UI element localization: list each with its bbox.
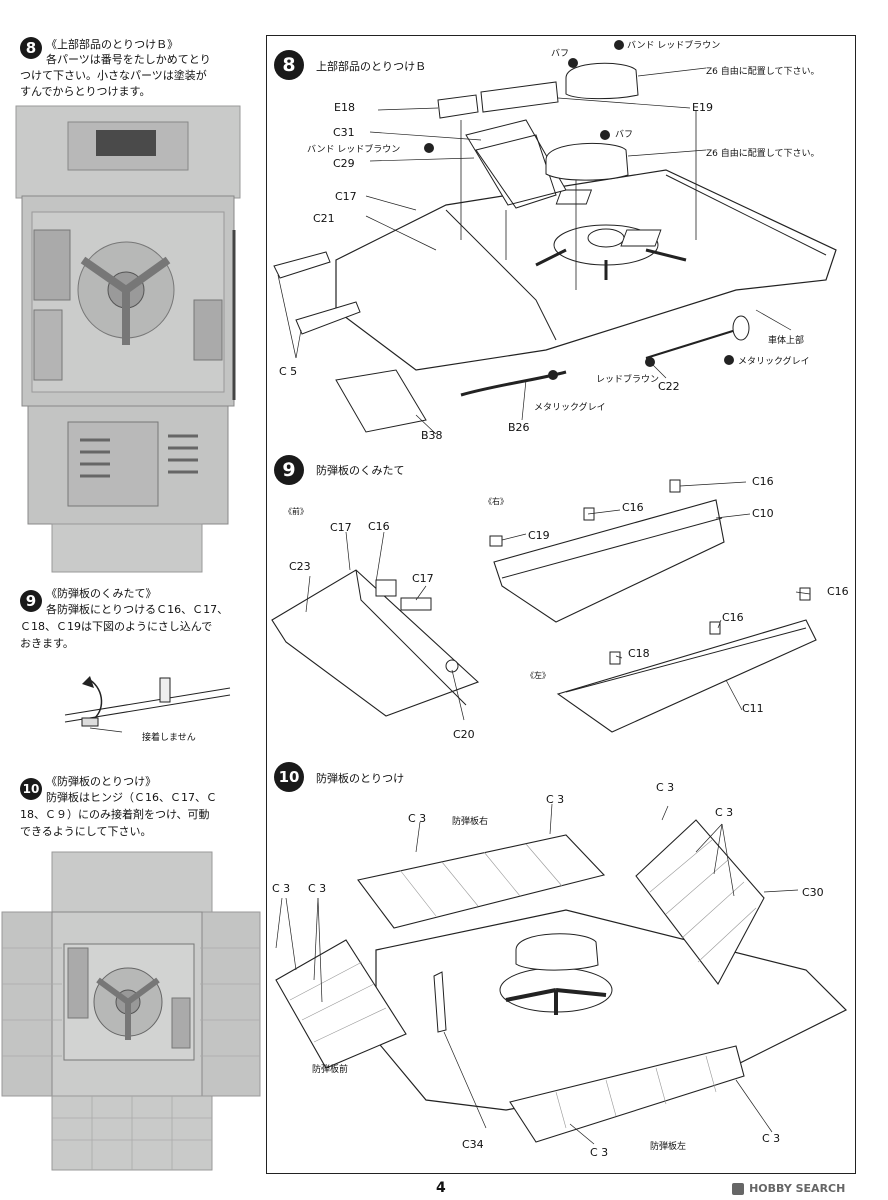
page-number: 4 <box>436 1180 446 1196</box>
step-8-body-line-2: つけて下さい。小さなパーツは塗装が <box>20 69 207 82</box>
label-c3-b: C 3 <box>546 793 565 806</box>
step-10-model-photo <box>1 851 261 1171</box>
panel-step-10-title: 防弾板のとりつけ <box>316 772 405 785</box>
step-10-body-line-1: 防弾板はヒンジ（Ｃ16、Ｃ17、Ｃ <box>46 791 217 804</box>
step-9-plates-diagram <box>271 479 817 733</box>
label-c31: C31 <box>333 126 355 139</box>
label-c3-h: C 3 <box>762 1132 781 1145</box>
label-c34: C34 <box>462 1138 484 1151</box>
step-9-number-badge: 9 <box>20 590 42 612</box>
label-plate-left: 防弾板左 <box>650 1142 687 1152</box>
label-red-brown: レッドブラウン <box>596 375 660 385</box>
label-c19: C19 <box>528 529 550 542</box>
panel-step-10-badge: 10 <box>274 762 304 792</box>
label-c3-e: C 3 <box>656 781 675 794</box>
label-c3-g: C 3 <box>590 1146 609 1159</box>
label-c17b: C17 <box>412 572 434 585</box>
label-b26: B26 <box>508 421 530 434</box>
label-c3-c: C 3 <box>272 882 291 895</box>
logo-text: HOBBY SEARCH <box>749 1182 846 1195</box>
label-right-view: 《右》 <box>484 497 508 506</box>
step-10-title: 《防弾板のとりつけ》 <box>46 775 157 788</box>
label-band-red-brown-left: バンド レッドブラウン <box>307 145 401 155</box>
label-front-view: 《前》 <box>284 507 308 516</box>
label-c3-f: C 3 <box>715 806 734 819</box>
label-b38: B38 <box>421 429 443 442</box>
step-9-body-line-2: Ｃ18、Ｃ19は下図のようにさし込んで <box>20 620 213 633</box>
label-z6-1: Z6 自由に配置して下さい。 <box>706 67 820 77</box>
step-10-number-badge: 10 <box>20 778 42 800</box>
instruction-panel <box>266 35 856 1174</box>
step-10-body-line-2: 18、Ｃ９）にのみ接着剤をつけ、可動 <box>20 808 210 821</box>
step-8-model-photo <box>8 100 248 580</box>
step-8-assembly-diagram <box>273 62 837 435</box>
panel-step-8-title: 上部部品のとりつけＢ <box>316 60 427 73</box>
step-10-body-line-3: できるようにして下さい。 <box>20 825 152 838</box>
label-c22: C22 <box>658 380 680 393</box>
label-c16c: C16 <box>752 475 774 488</box>
paint-dot-icon <box>614 40 624 50</box>
label-c16b: C16 <box>622 501 644 514</box>
label-e19: E19 <box>692 101 713 114</box>
step-8-body-line-3: すんでからとりつけます。 <box>20 85 151 98</box>
label-band-red-brown-top: バンド レッドブラウン <box>627 41 721 51</box>
step-9-body-line-1: 各防弾板にとりつけるＣ16、Ｃ17、 <box>46 603 229 616</box>
label-c11: C11 <box>742 702 764 715</box>
label-c29: C29 <box>333 157 355 170</box>
paint-dot-icon <box>568 58 578 68</box>
paint-dot-icon <box>548 370 558 380</box>
label-c16e: C16 <box>722 611 744 624</box>
label-c23: C23 <box>289 560 311 573</box>
label-c30: C30 <box>802 886 824 899</box>
label-buff-1: バフ <box>551 49 570 59</box>
label-c21: C21 <box>313 212 335 225</box>
label-c10: C10 <box>752 507 774 520</box>
step-8-number-badge: 8 <box>20 37 42 59</box>
label-plate-front: 防弾板前 <box>312 1065 349 1075</box>
panel-step-9-title: 防弾板のくみたて <box>316 464 405 477</box>
label-upper-hull: 車体上部 <box>768 336 805 346</box>
label-metallic-grey-1: メタリックグレイ <box>738 357 810 367</box>
panel-step-9-badge: 9 <box>274 455 304 485</box>
label-z6-2: Z6 自由に配置して下さい。 <box>706 149 820 159</box>
label-c5: C 5 <box>279 365 298 378</box>
label-c3-a: C 3 <box>408 812 427 825</box>
label-c17a: C17 <box>330 521 352 534</box>
step-10-assembly-diagram <box>275 803 848 1145</box>
paint-dot-icon <box>724 355 734 365</box>
hinge-note-label: 接着しません <box>142 733 196 743</box>
paint-dot-icon <box>424 143 434 153</box>
step-9-body-line-3: おきます。 <box>20 637 74 650</box>
label-c3-d: C 3 <box>308 882 327 895</box>
hinge-insert-diagram <box>64 676 231 733</box>
paint-dot-icon <box>600 130 610 140</box>
label-c17: C17 <box>335 190 357 203</box>
label-left-view: 《左》 <box>526 671 550 680</box>
paint-dot-icon <box>645 357 655 367</box>
step-8-body-line-1: 各パーツは番号をたしかめてとり <box>46 53 211 66</box>
step-8-title: 《上部部品のとりつけＢ》 <box>46 38 179 51</box>
label-e18: E18 <box>334 101 355 114</box>
logo-mark-icon <box>732 1182 744 1195</box>
step-9-title: 《防弾板のくみたて》 <box>46 587 157 600</box>
label-c20: C20 <box>453 728 475 741</box>
panel-step-8-badge: 8 <box>274 50 304 80</box>
label-plate-right: 防弾板右 <box>452 817 489 827</box>
hobby-search-logo: HOBBY SEARCH <box>732 1178 882 1196</box>
label-c16d: C16 <box>827 585 849 598</box>
label-buff-2: バフ <box>615 130 634 140</box>
label-c18: C18 <box>628 647 650 660</box>
label-c16a: C16 <box>368 520 390 533</box>
label-metallic-grey-2: メタリックグレイ <box>534 403 606 413</box>
